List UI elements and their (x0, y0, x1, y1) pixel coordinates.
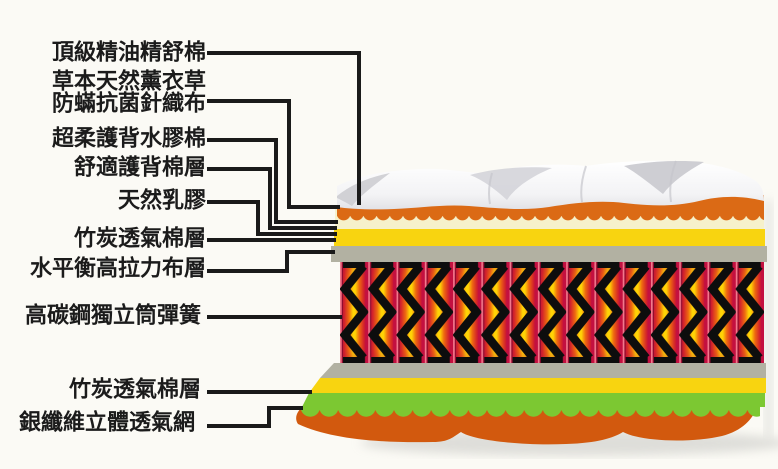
yellow-layer-bottom (309, 378, 766, 393)
label-water-balance-tension-fabric: 水平衡高拉力布層 (29, 256, 206, 282)
label-silver-fiber-3d-mesh: 銀纖維立體透氣網 (18, 410, 195, 436)
top-orange-scallops (337, 213, 764, 222)
pillow-shade-right (624, 161, 704, 194)
pillow-top-layer (337, 160, 764, 210)
pillow-shade-left (337, 173, 390, 206)
leader-line-water-gel-cotton (207, 138, 338, 224)
leader-line-silver-fiber-mesh (207, 406, 303, 428)
gray-layer-top (331, 246, 767, 262)
label-antimite-antibacterial-knit: 防蟎抗菌針織布 (51, 91, 206, 117)
label-soft-back-water-gel-cotton: 超柔護背水膠棉 (51, 126, 206, 152)
label-herbal-natural-lavender: 草本天然薰衣草 (51, 69, 206, 95)
leader-line-tension-fabric (207, 250, 335, 273)
pillow-creases (487, 160, 677, 205)
leader-line-back-cotton (207, 167, 337, 230)
gray-layer-bottom (320, 363, 766, 378)
label-high-carbon-steel-pocket-spring: 高碳鋼獨立筒彈簧 (24, 303, 201, 329)
label-premium-essential-oil-cotton: 頂級精油精舒棉 (51, 40, 206, 66)
leader-lines (207, 51, 361, 428)
green-layer (302, 393, 765, 407)
pocket-spring-layer (340, 262, 764, 363)
label-bamboo-charcoal-cotton-bottom: 竹炭透氣棉層 (68, 377, 201, 403)
label-natural-latex: 天然乳膠 (117, 188, 206, 214)
label-comfort-back-cotton-layer: 舒適護背棉層 (73, 155, 206, 181)
right-edge-shadow (764, 200, 773, 440)
yellow-layer-top (334, 229, 765, 246)
leader-line-premium-cotton (207, 51, 361, 205)
label-bamboo-charcoal-cotton-top: 竹炭透氣棉層 (73, 226, 206, 252)
green-scallops (301, 407, 760, 417)
leader-line-natural-latex (207, 200, 337, 236)
leader-line-lavender-knit (207, 99, 340, 209)
